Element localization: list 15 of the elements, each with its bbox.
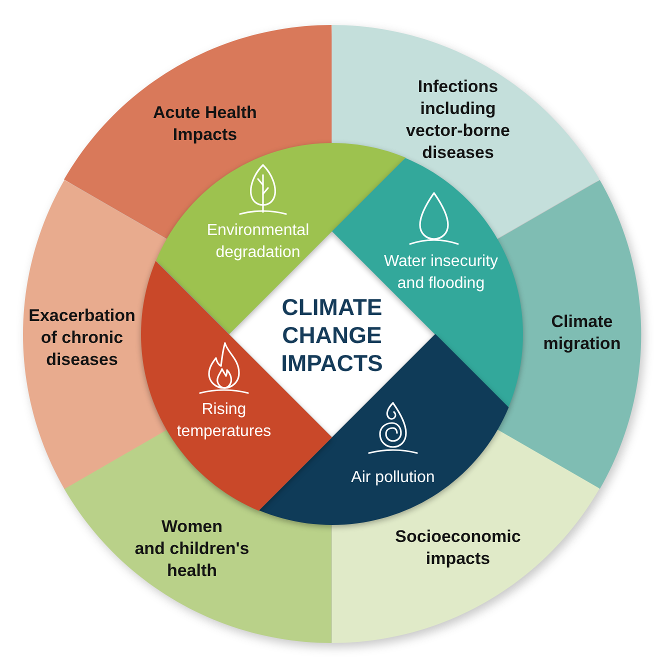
ring-segment [332, 25, 600, 240]
ring-segment [23, 180, 170, 488]
sector-label: Environmental degradation [206, 220, 310, 263]
sector-label: Air pollution [351, 468, 435, 488]
segment-label: Climate migration [543, 311, 621, 355]
segment-label: Exacerbation of chronic diseases [28, 305, 136, 371]
segment-label: Socioeconomic impacts [395, 526, 521, 570]
ring-segment [332, 428, 600, 643]
segment-label: Infections including vector-borne diseases [406, 76, 510, 164]
sector-label: Rising temperatures [176, 400, 272, 442]
ring-segment [64, 25, 332, 240]
center-title: CLIMATE CHANGE IMPACTS [281, 293, 383, 377]
sector-label: Water insecurity and flooding [384, 252, 498, 294]
segment-label: Acute Health Impacts [153, 102, 257, 146]
segment-label: Women and children's health [134, 516, 250, 582]
